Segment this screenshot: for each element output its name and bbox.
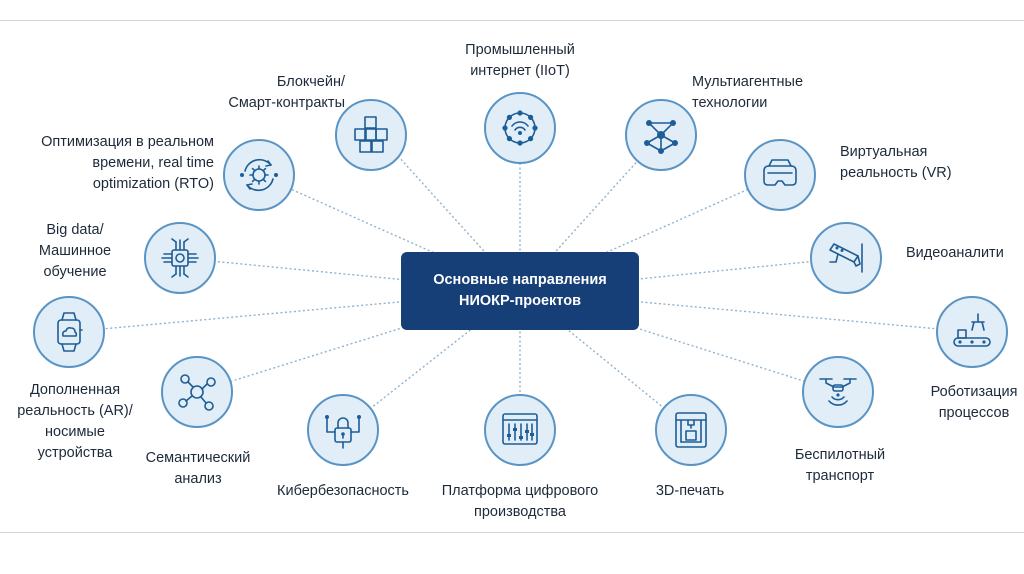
3d-printer-icon <box>675 412 707 448</box>
node-robot <box>936 296 1008 368</box>
label-cyber: Кибербезопасность <box>277 483 409 499</box>
node-ar <box>33 296 105 368</box>
vr-headset-icon <box>763 159 797 186</box>
node-iiot <box>484 92 556 164</box>
drone-icon <box>819 378 857 406</box>
label-blockchain: Блокчейн/ Смарт-контракты <box>228 74 345 111</box>
spoke-bigdata <box>179 257 521 292</box>
node-platform <box>484 394 556 466</box>
label-robot: Роботизация процессов <box>930 384 1018 421</box>
label-vr: Виртуальная реальность (VR) <box>840 144 952 181</box>
label-semantic: Семантический анализ <box>145 450 251 487</box>
spoke-robot <box>519 290 973 333</box>
robot-arm-conveyor-icon <box>953 313 991 347</box>
label-drone: Беспилотный транспорт <box>794 447 886 484</box>
node-blockchain <box>335 99 407 171</box>
cctv-camera-icon <box>829 243 863 273</box>
node-bigdata <box>144 222 216 294</box>
blockchain-cubes-icon <box>354 116 388 153</box>
node-drone <box>802 356 874 428</box>
node-cyber <box>307 394 379 466</box>
label-bigdata: Big data/ Машинное обучение <box>38 222 112 280</box>
smartwatch-icon <box>57 312 83 352</box>
gear-cycle-icon <box>240 158 278 192</box>
padlock-circuit-icon <box>325 415 361 449</box>
platform-sliders-icon <box>502 413 538 445</box>
chip-brain-icon <box>161 238 199 278</box>
node-video <box>810 222 882 294</box>
label-printing: 3D-печать <box>655 483 725 499</box>
label-multiagent: Мультиагентные технологии <box>692 74 804 111</box>
spoke-ar <box>68 290 521 333</box>
label-ar: Дополненная реальность (AR)/ носимые уст… <box>17 382 133 461</box>
node-semantic <box>161 356 233 428</box>
node-multiagent <box>625 99 697 171</box>
semantic-graph-icon <box>178 374 216 411</box>
node-printing <box>655 394 727 466</box>
label-video: Видеоаналити <box>906 245 1004 261</box>
node-rto <box>223 139 295 211</box>
label-iiot: Промышленный интернет (IIoT) <box>465 42 575 79</box>
node-vr <box>744 139 816 211</box>
label-platform: Платформа цифрового производства <box>441 483 599 520</box>
multiagent-network-icon <box>644 120 678 154</box>
spoke-blockchain <box>378 134 521 292</box>
spoke-multiagent <box>519 134 662 292</box>
center-box: Основные направления НИОКР-проектов <box>401 252 639 330</box>
iot-network-icon <box>502 110 538 146</box>
label-rto: Оптимизация в реальном времени, real tim… <box>41 134 214 192</box>
